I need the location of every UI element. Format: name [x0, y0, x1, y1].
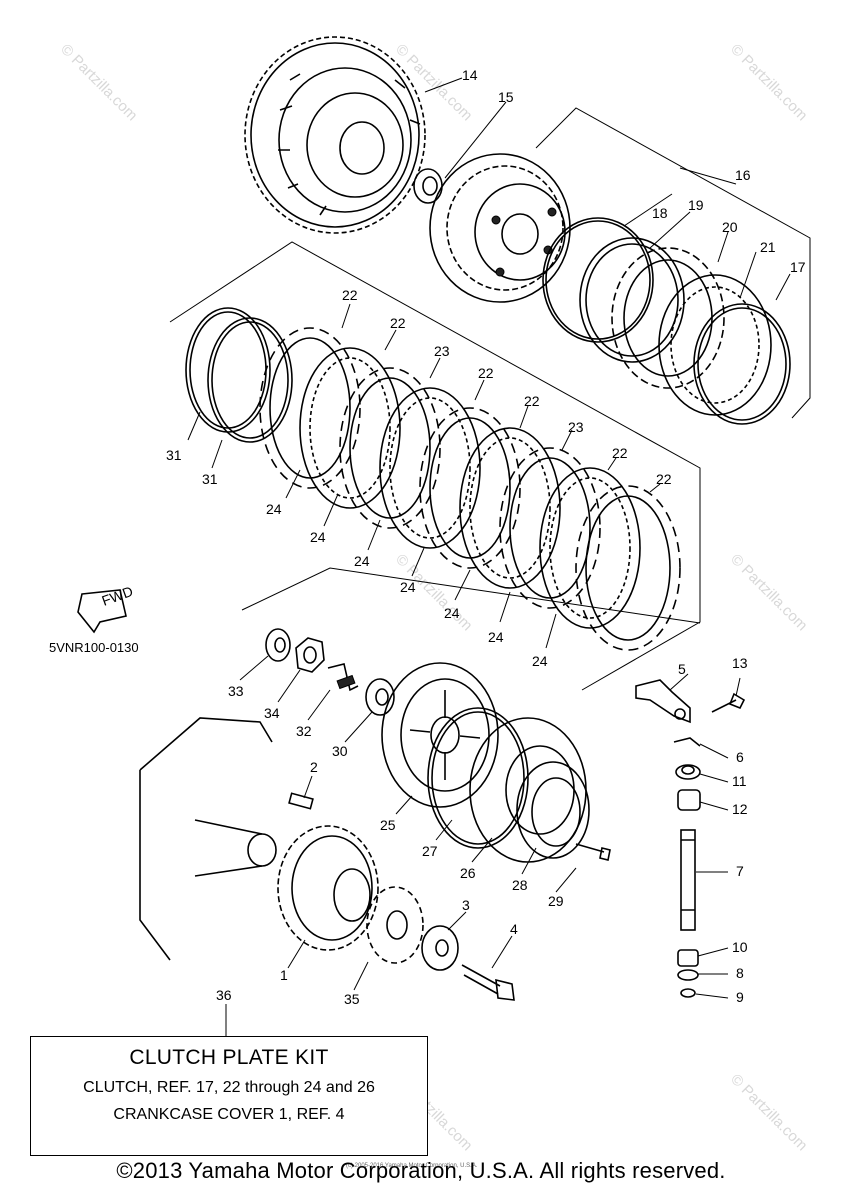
callouts: 14 15 16 18 19 20 21 17 22 22 23 22 22 2…: [166, 67, 806, 1007]
callout-15: 15: [498, 89, 514, 105]
callout-24: 24: [444, 605, 460, 621]
washer-15: [413, 168, 443, 204]
callout-24: 24: [400, 579, 416, 595]
callout-11: 11: [732, 773, 747, 789]
diagram-code: 5VNR100-0130: [49, 640, 139, 655]
fwd-label: FWD: [100, 583, 135, 609]
callout-24: 24: [266, 501, 282, 517]
callout-17: 17: [790, 259, 806, 275]
clutch-plate-kit-box: CLUTCH PLATE KIT CLUTCH, REF. 17, 22 thr…: [30, 1036, 428, 1156]
callout-24: 24: [488, 629, 504, 645]
push-lever-shaft: [635, 679, 746, 998]
pressure-parts: [265, 628, 395, 716]
callout-22: 22: [524, 393, 540, 409]
group-box-pressure-plate: [241, 567, 701, 624]
watermark: © Partzilla.com: [57, 41, 140, 124]
callout-22: 22: [478, 365, 494, 381]
group-box-clutch-boss: [535, 107, 811, 419]
kit-line-1: CLUTCH, REF. 17, 22 through 24 and 26: [83, 1079, 375, 1096]
callout-23: 23: [568, 419, 584, 435]
gear-1: [277, 825, 379, 951]
callout-18: 18: [652, 205, 668, 221]
callout-9: 9: [736, 989, 744, 1005]
watermark: © Partzilla.com: [727, 1071, 810, 1154]
plates-18-21: [542, 217, 791, 425]
callout-20: 20: [722, 219, 738, 235]
callout-2: 2: [310, 759, 318, 775]
callout-36: 36: [216, 987, 232, 1003]
callout-35: 35: [344, 991, 360, 1007]
callout-32: 32: [296, 723, 312, 739]
group-box-friction-plates: [169, 241, 701, 691]
rings-31: [185, 307, 293, 443]
callout-22: 22: [390, 315, 406, 331]
watermark: © Partzilla.com: [727, 551, 810, 634]
leader-lines: [187, 77, 791, 1036]
callout-30: 30: [332, 743, 348, 759]
callout-29: 29: [548, 893, 564, 909]
callout-21: 21: [760, 239, 776, 255]
gear-fasteners: [366, 886, 515, 1001]
kit-title: CLUTCH PLATE KIT: [129, 1046, 329, 1069]
callout-28: 28: [512, 877, 528, 893]
callout-24: 24: [354, 553, 370, 569]
callout-25: 25: [380, 817, 396, 833]
callout-31: 31: [166, 447, 182, 463]
callout-23: 23: [434, 343, 450, 359]
callout-34: 34: [264, 705, 280, 721]
pressure-plate-assembly: [381, 662, 611, 863]
small-copyright-note: (c) 2005-2016 Yamaha Motor Corporation, …: [346, 1163, 478, 1169]
callout-1: 1: [280, 967, 288, 983]
copyright-footer: ©2013 Yamaha Motor Corporation, U.S.A. A…: [116, 1158, 726, 1183]
clutch-housing: [244, 36, 426, 234]
callout-14: 14: [462, 67, 478, 83]
callout-27: 27: [422, 843, 438, 859]
callout-22: 22: [656, 471, 672, 487]
callout-13: 13: [732, 655, 748, 671]
callout-24: 24: [532, 653, 548, 669]
clutch-boss: [429, 153, 571, 303]
callout-24: 24: [310, 529, 326, 545]
callout-8: 8: [736, 965, 744, 981]
callout-10: 10: [732, 939, 748, 955]
kit-line-2: CRANKCASE COVER 1, REF. 4: [113, 1106, 345, 1123]
fwd-arrow-icon: FWD: [77, 583, 135, 634]
watermark: © Partzilla.com: [727, 41, 810, 124]
callout-3: 3: [462, 897, 470, 913]
callout-22: 22: [342, 287, 358, 303]
callout-6: 6: [736, 749, 744, 765]
callout-12: 12: [732, 801, 748, 817]
callout-19: 19: [688, 197, 704, 213]
callout-33: 33: [228, 683, 244, 699]
callout-4: 4: [510, 921, 518, 937]
callout-31: 31: [202, 471, 218, 487]
crankcase: [139, 717, 314, 961]
callout-7: 7: [736, 863, 744, 879]
callout-5: 5: [678, 661, 686, 677]
callout-22: 22: [612, 445, 628, 461]
plate-stack: [259, 327, 681, 651]
callout-16: 16: [735, 167, 751, 183]
callout-26: 26: [460, 865, 476, 881]
